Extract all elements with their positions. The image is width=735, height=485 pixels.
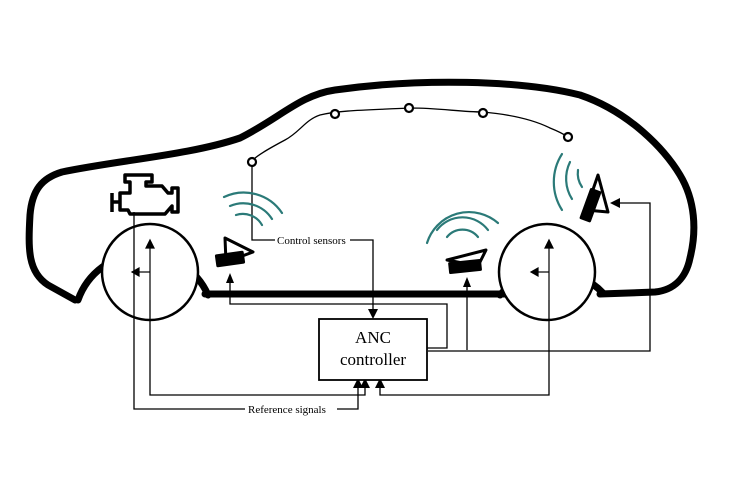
microphone-1: [246, 156, 258, 168]
arrowheads: [226, 198, 620, 388]
anc-controller-box: [318, 318, 428, 381]
microphone-icon: [246, 102, 574, 168]
rear-speaker: [579, 173, 610, 223]
anc-controller-line2: controller: [340, 350, 406, 369]
microphone-cable: [251, 107, 569, 163]
microphone-5: [562, 131, 574, 143]
middle-speaker: [445, 248, 488, 275]
anc-controller-line1: ANC: [355, 328, 391, 347]
sound-waves-icon: [222, 152, 584, 245]
rear-speaker-waves: [552, 152, 584, 212]
wiring: [133, 202, 651, 410]
sensor-drop-cable: [251, 162, 275, 241]
control-sensors-label: Control sensors: [277, 235, 346, 247]
microphone-4: [477, 107, 489, 119]
front-speaker-waves: [222, 191, 284, 227]
rear-wheel-sensor-arrows: [529, 238, 554, 300]
microphone-3: [403, 102, 415, 114]
reference-signals-label: Reference signals: [248, 404, 326, 416]
speaker-icon: [214, 173, 610, 275]
engine-icon: [110, 173, 180, 216]
middle-speaker-waves: [425, 211, 500, 245]
front-wheel-sensor-arrows: [130, 238, 155, 300]
car-body-outline: [25, 78, 698, 304]
front-speaker: [214, 236, 255, 268]
microphone-2: [329, 108, 341, 120]
